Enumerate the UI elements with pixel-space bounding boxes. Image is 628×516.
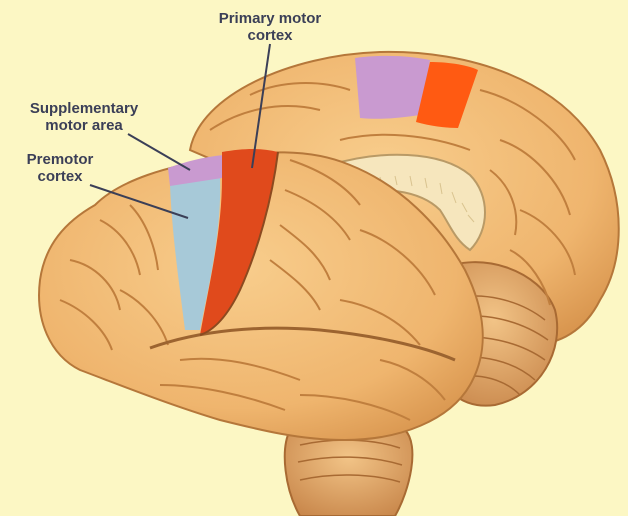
supplementary-motor-area-label: Supplementary motor area: [14, 100, 154, 134]
primary-motor-pointer: [251, 43, 271, 169]
supplementary-motor-pointer: [127, 133, 191, 171]
premotor-cortex-label: Premotor cortex: [14, 151, 106, 185]
primary-motor-cortex-label-line1: Primary motor: [218, 10, 322, 27]
primary-motor-cortex-label-line2: cortex: [247, 27, 293, 44]
supplementary-motor-area-region: [168, 155, 225, 186]
supplementary-motor-area-label-line2: motor area: [45, 117, 123, 134]
primary-motor-cortex-label: Primary motor cortex: [200, 10, 340, 44]
primary-motor-cortex-region: [200, 149, 278, 335]
primary-motor-cortex-medial: [416, 62, 478, 128]
premotor-cortex-label-line1: Premotor: [26, 151, 94, 168]
supplementary-motor-area-label-line1: Supplementary: [29, 100, 139, 117]
premotor-cortex-region: [170, 175, 221, 330]
supplementary-motor-area-medial: [355, 55, 430, 119]
lateral-hemisphere: [38, 151, 484, 442]
premotor-cortex-label-line2: cortex: [37, 168, 83, 185]
premotor-pointer: [89, 184, 189, 219]
lateral-sulcus: [149, 326, 456, 362]
